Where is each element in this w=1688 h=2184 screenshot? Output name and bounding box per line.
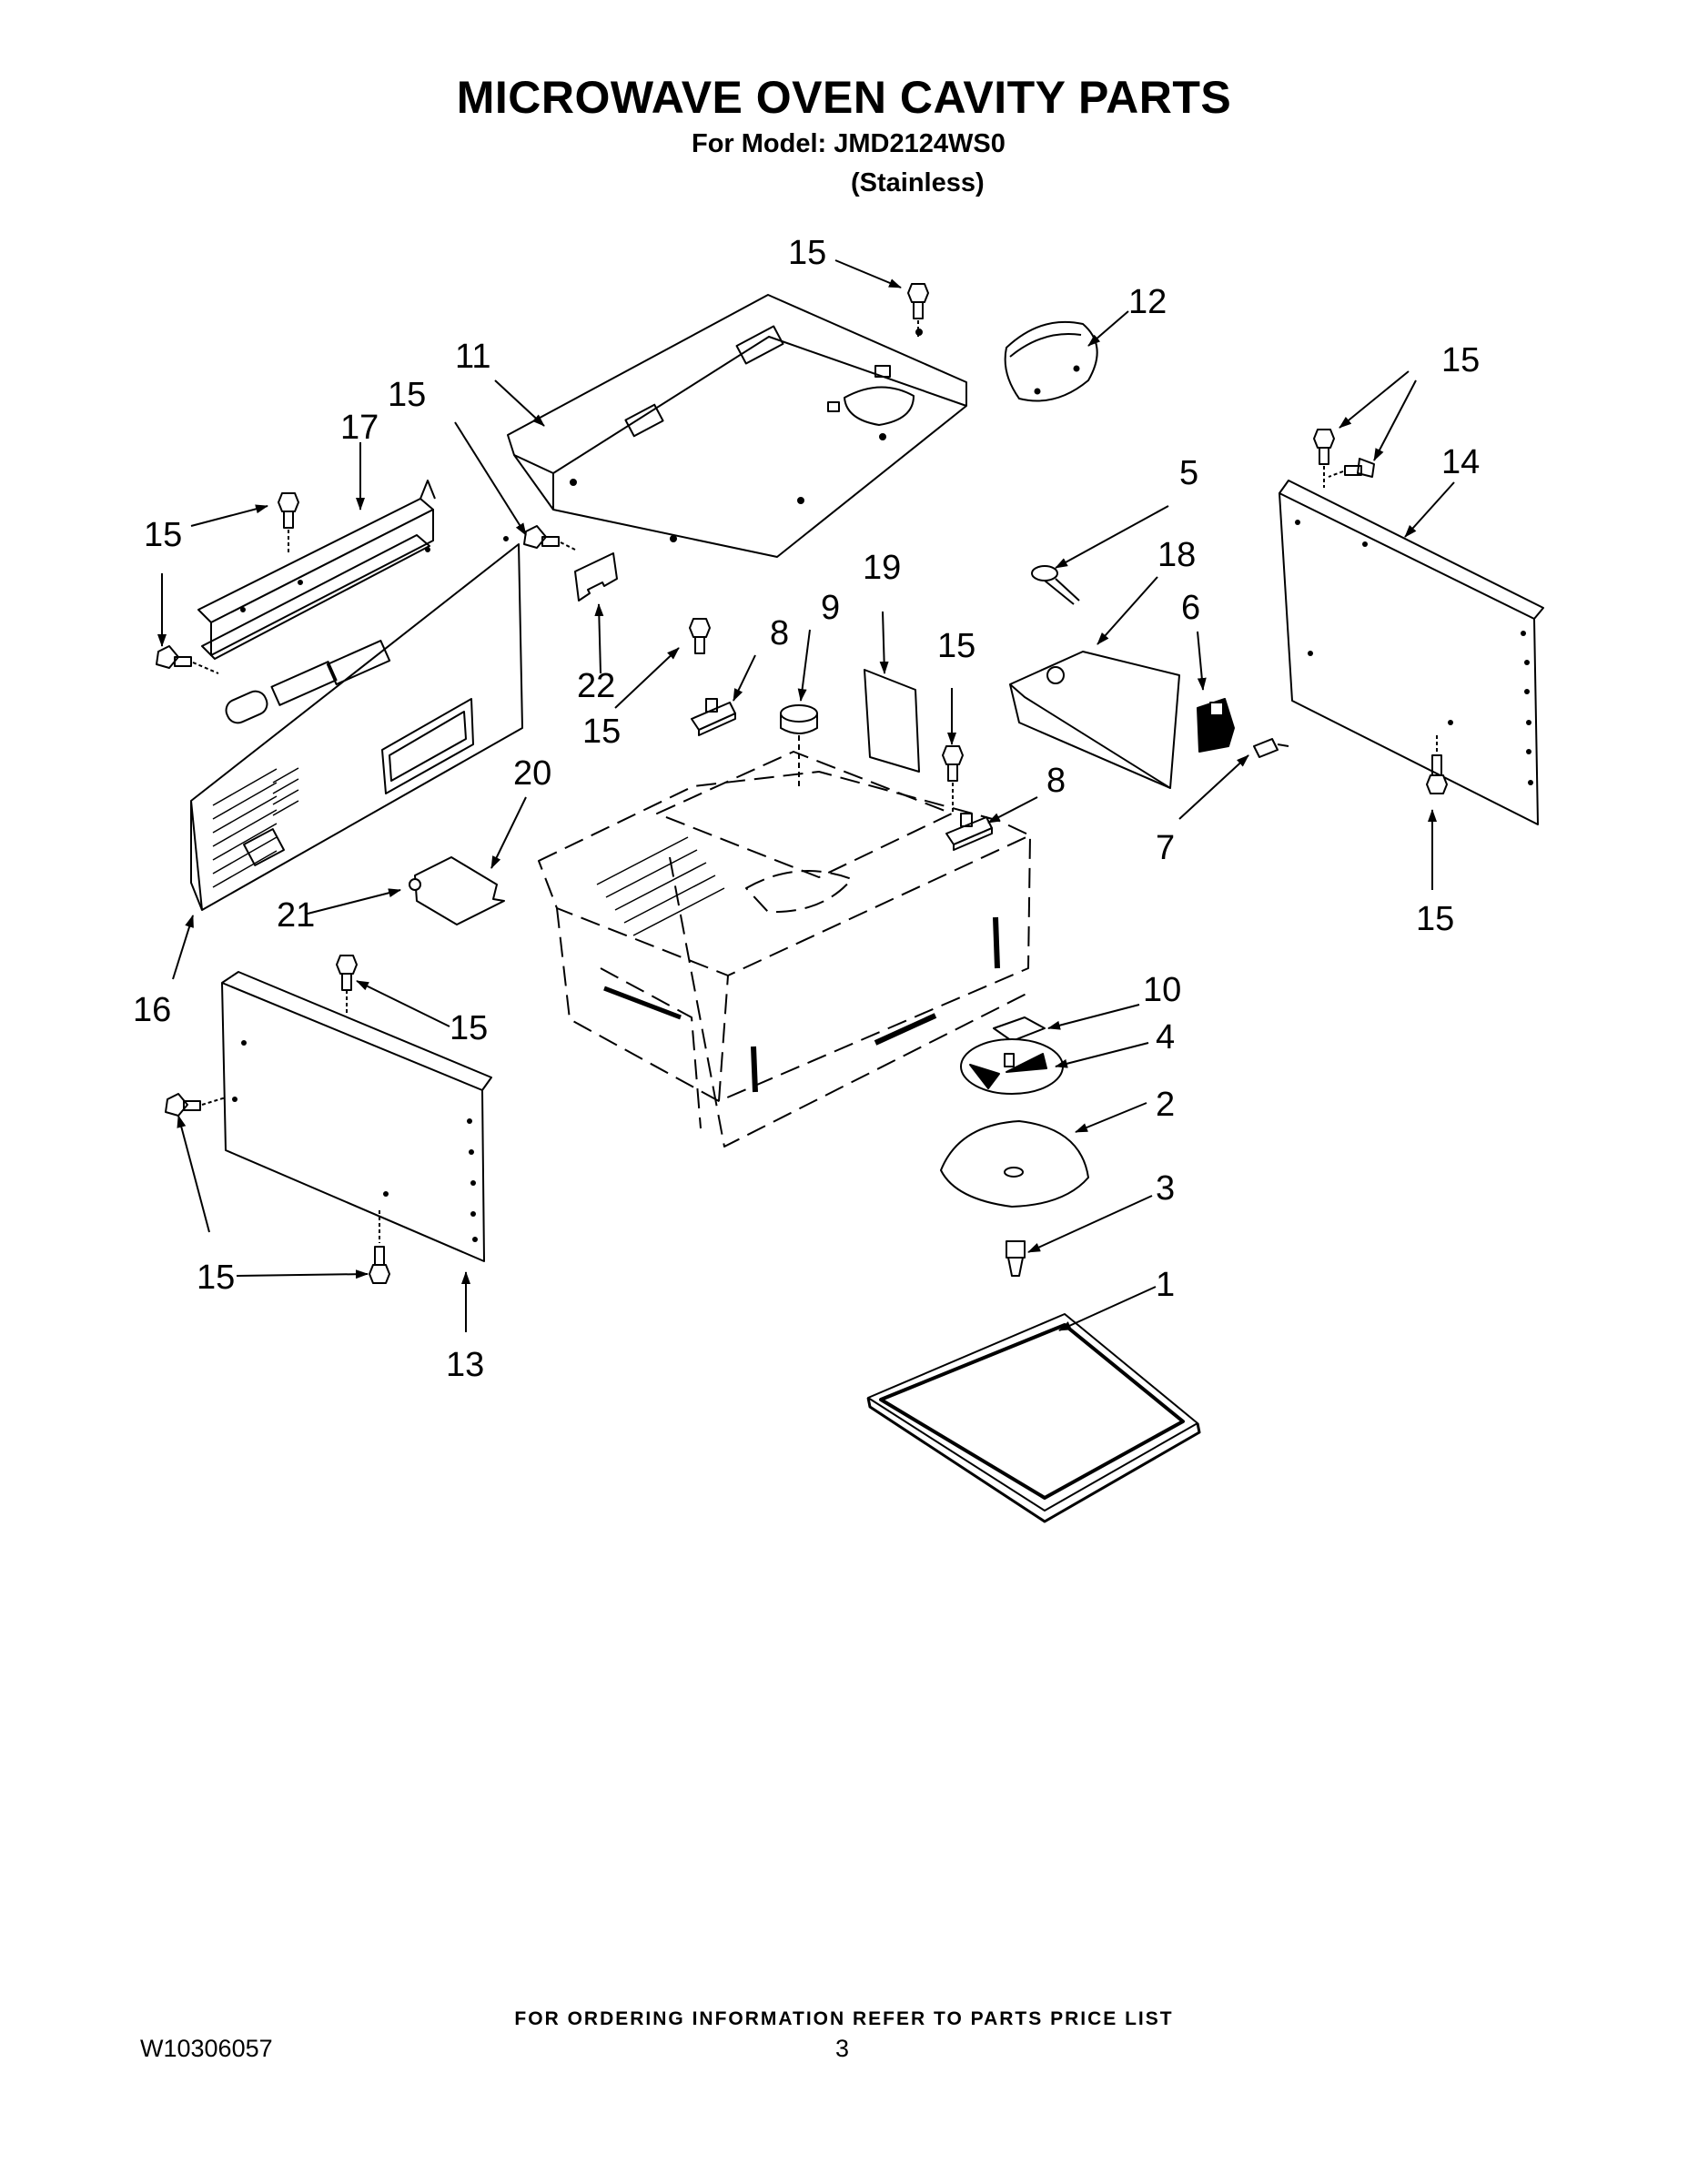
screws [156, 283, 1448, 1284]
model-line: For Model: JMD2124WS0 [692, 129, 1006, 158]
top-cover-panel [507, 294, 967, 558]
callout-10: 10 [1143, 971, 1181, 1009]
bracket [574, 552, 618, 602]
callout-16: 16 [133, 991, 171, 1029]
left-side-panel [221, 971, 492, 1262]
air-guide [1009, 651, 1180, 789]
screw-top [907, 283, 929, 339]
callout-7: 7 [1156, 829, 1175, 867]
insulation-sheet [864, 669, 920, 773]
roller-support [960, 1038, 1064, 1095]
callout-8: 8 [1046, 762, 1066, 800]
callout-15: 15 [450, 1009, 488, 1047]
leader-arrows [157, 259, 1455, 1332]
page-number: 3 [835, 2035, 850, 2062]
tray-screw [1006, 1240, 1026, 1277]
callout-15: 15 [582, 713, 621, 751]
callout-15: 15 [1416, 900, 1454, 938]
callout-15: 15 [788, 234, 826, 272]
screw-left-panel-side [165, 1093, 227, 1117]
screw-back-top [523, 525, 576, 551]
stirrer-screw [409, 878, 421, 891]
screw-switch-left [689, 618, 711, 654]
turntable-tray [940, 1120, 1089, 1208]
page-title: MICROWAVE OVEN CAVITY PARTS [456, 72, 1232, 123]
callout-4: 4 [1156, 1018, 1175, 1057]
callout-6: 6 [1181, 589, 1200, 627]
stirrer-cover [414, 856, 505, 925]
callout-11: 11 [455, 338, 490, 376]
callout-14: 14 [1441, 443, 1480, 481]
screw-left-panel-top [336, 955, 358, 1014]
callout-1: 1 [1156, 1266, 1175, 1304]
callout-20: 20 [513, 754, 551, 793]
callout-labels: 15 12 11 15 17 15 15 14 5 18 19 9 6 8 15… [133, 234, 1480, 1384]
screw-duct-top [278, 492, 299, 555]
callout-15: 15 [937, 627, 975, 665]
right-side-panel [1279, 480, 1544, 825]
switch-holder-left [691, 698, 736, 736]
callout-19: 19 [863, 549, 901, 587]
turntable-motor [780, 704, 818, 790]
coupler-pad [993, 1016, 1046, 1042]
callout-15: 15 [388, 376, 426, 414]
back-panel [190, 536, 523, 911]
callout-12: 12 [1128, 283, 1167, 321]
callout-15: 15 [197, 1259, 235, 1297]
screw-right-upper-1 [1313, 429, 1335, 488]
callout-9: 9 [821, 589, 840, 627]
document-number: W10306057 [140, 2035, 273, 2062]
callout-13: 13 [446, 1346, 484, 1384]
callout-15: 15 [1441, 341, 1480, 379]
oven-cavity [538, 751, 1031, 1148]
switch-holder-right [945, 813, 993, 851]
glass-tray [866, 1313, 1201, 1523]
callout-18: 18 [1157, 536, 1196, 574]
callout-21: 21 [277, 896, 315, 935]
screw-switch-right [942, 745, 964, 812]
screw-right-lower [1426, 735, 1448, 794]
cavity-detail-marks [596, 836, 1000, 1093]
callout-3: 3 [1156, 1169, 1175, 1208]
screw-left-panel-bottom [369, 1210, 390, 1284]
callout-22: 22 [577, 667, 615, 705]
callout-15: 15 [144, 516, 182, 554]
callout-2: 2 [1156, 1086, 1175, 1124]
thermal-sensor [1031, 565, 1080, 605]
screw-back-left [156, 645, 219, 674]
lamp [1253, 738, 1289, 758]
callout-8: 8 [770, 614, 789, 652]
callout-17: 17 [340, 409, 379, 447]
lamp-socket [1197, 698, 1235, 753]
waveguide-cover [1004, 320, 1098, 402]
variant-line: (Stainless) [851, 168, 985, 197]
top-duct [197, 480, 436, 660]
callout-5: 5 [1179, 454, 1198, 492]
ordering-note: FOR ORDERING INFORMATION REFER TO PARTS … [514, 2008, 1174, 2029]
screw-right-upper-2 [1328, 458, 1375, 478]
